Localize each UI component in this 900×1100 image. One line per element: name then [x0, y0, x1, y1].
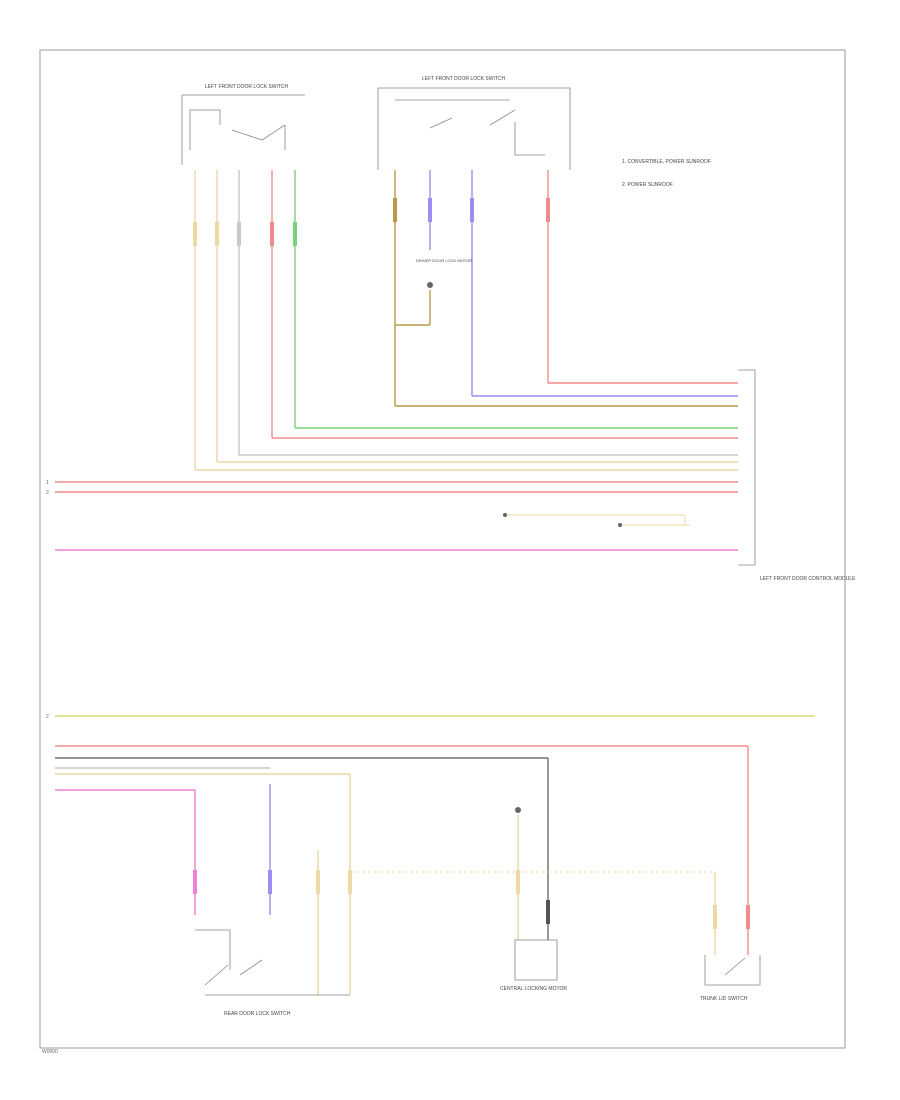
left-switch: LEFT FRONT DOOR LOCK SWITCH	[181, 84, 305, 165]
central-motor-label: CENTRAL LOCKING MOTOR	[500, 986, 567, 992]
central-motor: CENTRAL LOCKING MOTOR	[500, 807, 567, 992]
ref-a-top: 1	[46, 480, 49, 486]
left-switch-label: LEFT FRONT DOOR LOCK SWITCH	[205, 84, 289, 90]
footer-code: W0000	[42, 1049, 58, 1055]
note-2: 2. POWER SUNROOF	[622, 182, 673, 188]
trunk-switch-label: TRUNK LID SWITCH	[700, 996, 748, 1002]
control-module-label: LEFT FRONT DOOR CONTROL MODULE	[760, 576, 856, 582]
trunk-switch: TRUNK LID SWITCH	[700, 955, 761, 1002]
front-switch: LEFT FRONT DOOR LOCK SWITCH	[377, 76, 571, 170]
junction-label: DRIVER DOOR LOCK MOTOR	[416, 258, 472, 263]
control-module: LEFT FRONT DOOR CONTROL MODULE	[738, 369, 856, 582]
ref-b-top: 2	[46, 490, 49, 496]
rear-switch-label: REAR DOOR LOCK SWITCH	[224, 1011, 291, 1017]
note-1: 1. CONVERTIBLE, POWER SUNROOF	[622, 159, 711, 165]
diagram-border	[39, 49, 846, 1049]
front-switch-label: LEFT FRONT DOOR LOCK SWITCH	[422, 76, 506, 82]
rear-switch: REAR DOOR LOCK SWITCH	[195, 929, 350, 1017]
ref-b-bottom: 2	[46, 714, 49, 720]
junction-component: DRIVER DOOR LOCK MOTOR	[416, 258, 472, 288]
